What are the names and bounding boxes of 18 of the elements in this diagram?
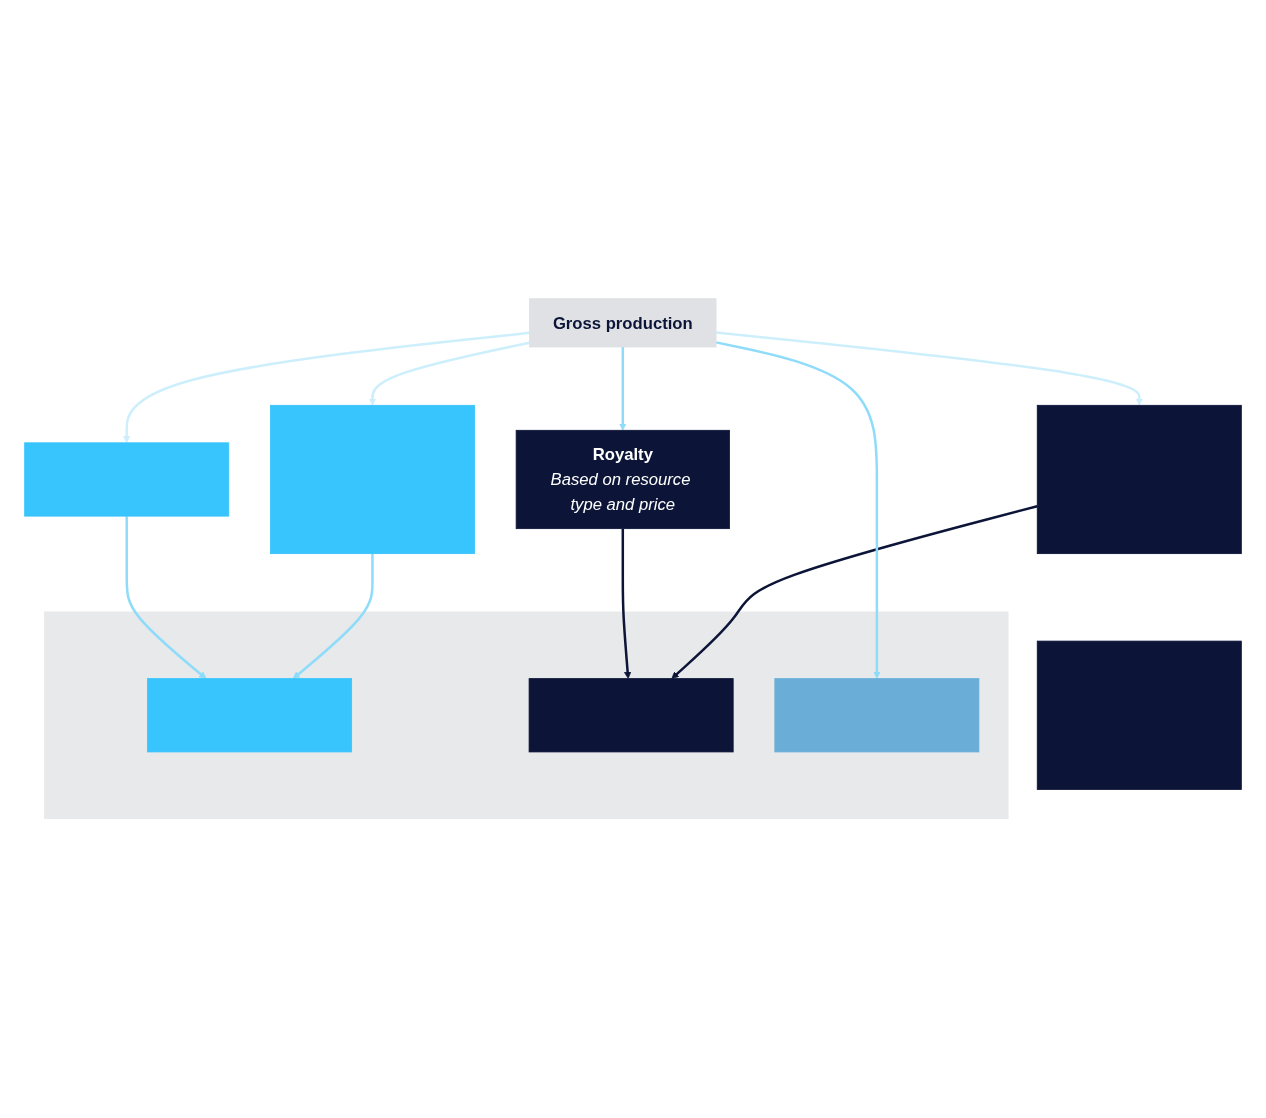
arrow xyxy=(292,554,374,680)
node-box xyxy=(1036,641,1242,791)
arrow xyxy=(671,505,1038,680)
node-box xyxy=(147,678,353,753)
arrow xyxy=(123,332,530,444)
node-box: Gross production xyxy=(529,298,717,348)
node-box xyxy=(270,405,475,555)
arrow xyxy=(715,341,881,680)
node-box xyxy=(774,678,980,753)
arrow xyxy=(368,341,530,406)
arrow xyxy=(619,347,627,431)
arrow xyxy=(715,331,1143,406)
node-box xyxy=(24,442,230,517)
arrow xyxy=(125,516,207,680)
node-box xyxy=(528,678,734,753)
node-box xyxy=(1036,405,1242,555)
node-box: Royalty Based on resource type and price xyxy=(515,430,730,530)
arrow xyxy=(621,529,632,680)
